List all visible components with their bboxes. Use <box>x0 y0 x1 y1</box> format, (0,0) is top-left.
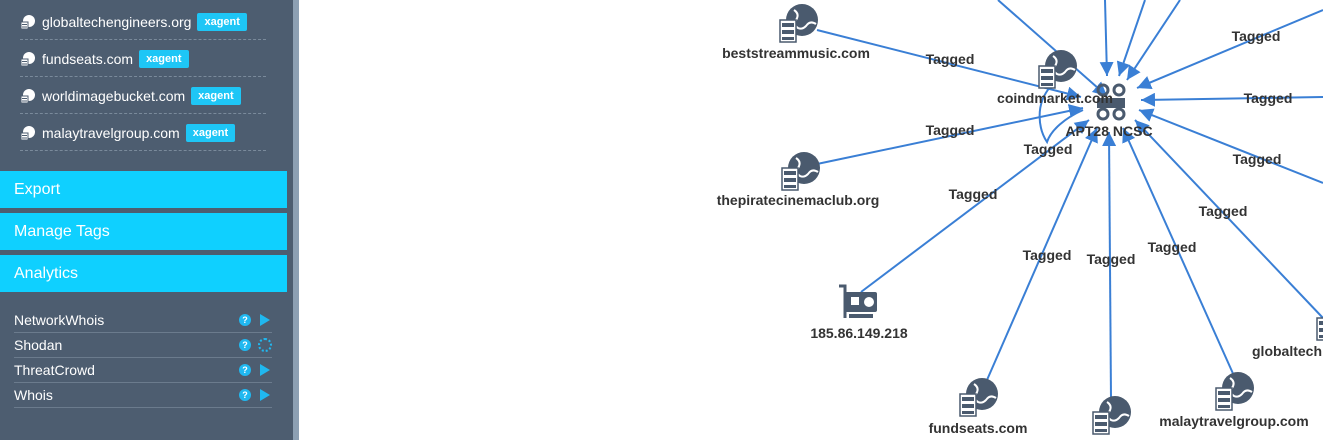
globe-server-icon <box>1316 301 1323 341</box>
help-icon[interactable]: ? <box>239 364 251 376</box>
edge[interactable] <box>1102 131 1117 401</box>
analytics-label: ThreatCrowd <box>14 362 95 378</box>
edge[interactable] <box>1099 0 1114 77</box>
globe-server-icon <box>959 377 999 417</box>
node-center[interactable]: APT28 NCSC <box>1065 83 1153 139</box>
domain-item-globaltechengineers[interactable]: globaltechengineers.org xagent <box>20 4 266 40</box>
node-label: 185.86.149.218 <box>810 325 908 341</box>
graph-edges <box>816 0 1323 401</box>
node-bottom-unlabeled[interactable] <box>1092 395 1132 435</box>
tag-icon <box>1096 83 1126 121</box>
globe-server-icon <box>20 14 35 29</box>
globe-server-icon <box>781 151 821 191</box>
help-icon[interactable]: ? <box>239 314 251 326</box>
edge[interactable] <box>986 127 1098 381</box>
loading-spinner-icon <box>258 338 272 352</box>
edge-label: Tagged <box>1232 28 1281 44</box>
globe-server-icon <box>1215 371 1255 411</box>
globe-server-icon <box>20 125 35 140</box>
help-icon[interactable]: ? <box>239 339 251 351</box>
manage-tags-button[interactable]: Manage Tags <box>0 213 287 250</box>
edge[interactable] <box>1122 127 1236 379</box>
node-beststreammusic[interactable]: beststreammusic.com <box>722 3 870 61</box>
tag-badge[interactable]: xagent <box>191 86 241 105</box>
edge-label: Tagged <box>1024 141 1073 157</box>
tag-badge[interactable]: xagent <box>139 49 189 68</box>
edge[interactable] <box>816 29 1082 101</box>
sidebar: globaltechengineers.org xagent fundseats… <box>0 0 293 440</box>
node-fundseats[interactable]: fundseats.com <box>929 377 1028 436</box>
edge[interactable] <box>997 0 1108 97</box>
domain-label: fundseats.com <box>42 50 134 67</box>
edge[interactable] <box>1140 92 1323 107</box>
node-label: APT28 NCSC <box>1065 123 1152 139</box>
tag-badge[interactable]: xagent <box>185 123 236 142</box>
domain-item-malaytravelgroup[interactable]: malaytravelgroup.com xagent <box>20 115 266 151</box>
play-icon[interactable] <box>260 389 270 401</box>
analytics-item-shodan: Shodan ? <box>14 333 272 358</box>
edge[interactable] <box>1134 119 1323 319</box>
globe-server-icon <box>779 3 819 43</box>
analytics-label: NetworkWhois <box>14 312 105 328</box>
domain-label: globaltechengineers.org <box>42 13 192 30</box>
edge[interactable] <box>860 119 1090 293</box>
edge[interactable] <box>1136 9 1323 90</box>
graph-canvas[interactable]: Tagged Tagged Tagged Tagged Tagged Tagge… <box>299 0 1323 440</box>
domain-label: malaytravelgroup.com <box>42 124 180 141</box>
play-icon[interactable] <box>260 314 270 326</box>
edge-label: Tagged <box>1244 90 1293 106</box>
edge[interactable] <box>1116 0 1146 77</box>
node-thepiratecinemaclub[interactable]: thepiratecinemaclub.org <box>717 151 880 208</box>
globe-server-icon <box>20 51 35 66</box>
node-coindmarket[interactable]: coindmarket.com <box>997 49 1113 106</box>
globe-server-icon <box>20 88 35 103</box>
domain-item-fundseats[interactable]: fundseats.com xagent <box>20 41 266 77</box>
domain-label: worldimagebucket.com <box>42 87 186 104</box>
export-button[interactable]: Export <box>0 171 287 208</box>
edge-label: Tagged <box>1148 239 1197 255</box>
node-ip[interactable]: 185.86.149.218 <box>810 284 908 341</box>
network-card-icon <box>839 284 877 318</box>
node-label: beststreammusic.com <box>722 45 870 61</box>
edge[interactable] <box>1126 0 1181 81</box>
edge-label: Tagged <box>1023 247 1072 263</box>
node-label: globaltech <box>1252 343 1322 359</box>
node-malaytravelgroup[interactable]: malaytravelgroup.com <box>1159 371 1309 429</box>
analytics-label: Whois <box>14 387 53 403</box>
edge[interactable] <box>1138 108 1323 184</box>
analytics-item-whois: Whois ? <box>14 383 272 408</box>
edge-label: Tagged <box>926 51 975 67</box>
node-globaltech[interactable]: globaltech <box>1252 301 1323 359</box>
analytics-button[interactable]: Analytics <box>0 255 287 292</box>
node-label: fundseats.com <box>929 420 1028 436</box>
sidebar-scrollbar[interactable] <box>293 0 299 440</box>
play-icon[interactable] <box>260 364 270 376</box>
tag-badge[interactable]: xagent <box>197 12 247 31</box>
edge-label: Tagged <box>1199 203 1248 219</box>
node-label: coindmarket.com <box>997 90 1113 106</box>
globe-server-icon <box>1038 49 1078 89</box>
edge[interactable] <box>1038 85 1084 145</box>
help-icon[interactable]: ? <box>239 389 251 401</box>
node-label: thepiratecinemaclub.org <box>717 192 880 208</box>
analytics-label: Shodan <box>14 337 63 353</box>
domain-item-worldimagebucket[interactable]: worldimagebucket.com xagent <box>20 78 266 114</box>
graph-nodes: APT28 NCSC coindmarket.com beststreammus… <box>717 3 1323 436</box>
analytics-item-networkwhois: NetworkWhois ? <box>14 308 272 333</box>
edge-labels: Tagged Tagged Tagged Tagged Tagged Tagge… <box>926 28 1293 267</box>
analytics-item-threatcrowd: ThreatCrowd ? <box>14 358 272 383</box>
edge-label: Tagged <box>1087 251 1136 267</box>
edge-label: Tagged <box>1233 151 1282 167</box>
edge-label: Tagged <box>926 122 975 138</box>
globe-server-icon <box>1092 395 1132 435</box>
edge-label: Tagged <box>949 186 998 202</box>
node-label: malaytravelgroup.com <box>1159 413 1308 429</box>
